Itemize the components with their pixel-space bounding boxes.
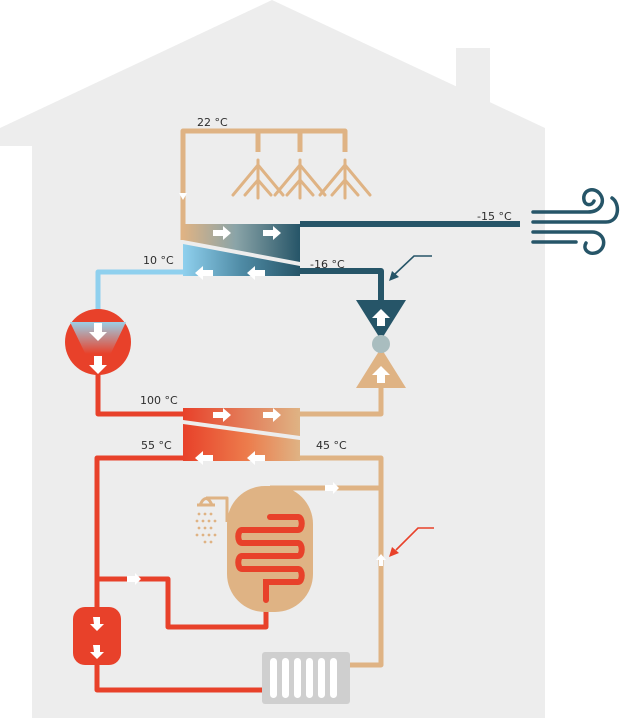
valve-pointer-head — [389, 271, 399, 281]
temp-condenser-in: 100 °C — [140, 394, 178, 407]
flow-arrows-condenser — [195, 408, 281, 465]
shower-drops — [195, 512, 217, 544]
compressor-icon — [65, 309, 131, 380]
return-pointer-head — [389, 547, 399, 557]
shower-icon — [197, 496, 229, 522]
flow-arrow — [376, 554, 386, 566]
wind-icon — [531, 188, 620, 256]
refrigerant-discharge-line — [95, 375, 183, 417]
pump-icon — [73, 607, 121, 665]
flow-arrows-evaporator — [195, 226, 281, 280]
flow-arrow — [127, 573, 141, 585]
return-pointer — [395, 527, 434, 551]
temp-evaporator-out: 10 °C — [143, 254, 174, 267]
indoor-air-loop — [180, 128, 348, 240]
flow-arrow — [325, 482, 339, 494]
refrigerant-suction-line — [95, 269, 183, 318]
radiator-icon — [262, 652, 350, 704]
valve-pointer — [394, 255, 432, 275]
flow-arrow — [179, 193, 187, 200]
house-outline — [0, 0, 545, 718]
temp-evaporator-in: -16 °C — [310, 258, 345, 271]
fan-icon — [231, 158, 372, 200]
temp-air-in: 22 °C — [197, 116, 228, 129]
expansion-valve-icon — [356, 300, 406, 388]
temp-outdoor: -15 °C — [477, 210, 512, 223]
temp-return: 45 °C — [316, 439, 347, 452]
refrigerant-liquid-line — [300, 388, 384, 417]
temp-supply: 55 °C — [141, 439, 172, 452]
hot-water-tank-icon — [227, 486, 313, 612]
